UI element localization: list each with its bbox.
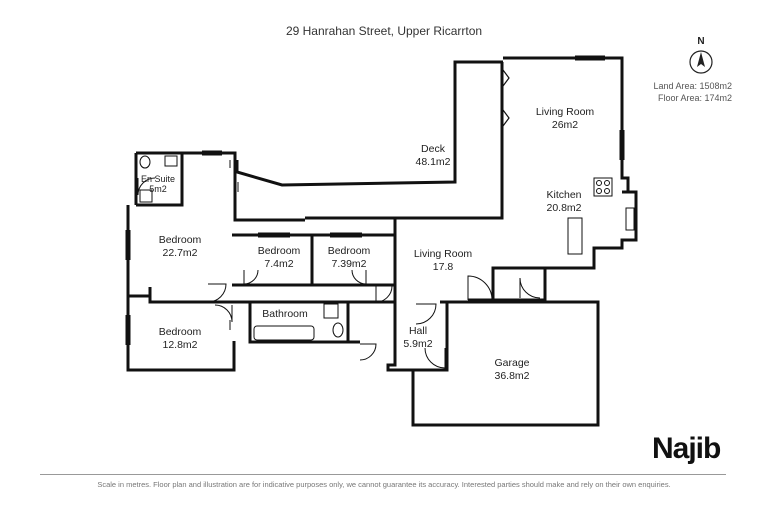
master-left-wall	[126, 205, 150, 298]
master-bedroom-name: Bedroom	[159, 234, 202, 246]
toilet-icon	[332, 322, 344, 338]
land-area: Land Area: 1508m2	[653, 81, 732, 91]
living-room-2-area: 17.8	[433, 261, 454, 273]
hall-wall	[386, 302, 449, 372]
area-summary: Land Area: 1508m2 Floor Area: 174m2	[653, 80, 732, 104]
bathroom-wall	[248, 302, 360, 344]
brand-logo: Najib	[652, 432, 721, 465]
kitchen-island	[567, 217, 583, 255]
compass: N	[685, 34, 717, 76]
bedroom-2-name: Bedroom	[258, 245, 301, 257]
garage-area: 36.8m2	[494, 370, 529, 382]
bathtub-icon	[253, 325, 315, 341]
vanity-icon	[323, 303, 339, 319]
kitchen-sink-icon	[625, 207, 635, 231]
living-room-2-name: Living Room	[414, 248, 473, 260]
deck-wall	[235, 60, 503, 187]
bedroom-4-name: Bedroom	[159, 326, 202, 338]
bedroom-4-area: 12.8m2	[162, 339, 197, 351]
deck-lower-wall	[305, 62, 504, 220]
plan-windows	[125, 55, 625, 345]
bathroom-name: Bathroom	[262, 308, 308, 320]
deck-name: Deck	[421, 143, 446, 155]
plan-doors	[137, 177, 541, 369]
hall-name: Hall	[409, 325, 427, 337]
bifold-doors-icon	[502, 69, 510, 127]
ensuite-toilet-icon	[139, 155, 151, 169]
living2-bottom-wall	[468, 268, 547, 302]
footer-divider	[40, 474, 726, 475]
bedroom-3-area: 7.39m2	[331, 258, 366, 270]
property-address: 29 Hanrahan Street, Upper Ricarrton	[285, 24, 483, 38]
footer-disclaimer: Scale in metres. Floor plan and illustra…	[97, 480, 671, 489]
compass-north-label: N	[697, 36, 704, 47]
room-labels: En Suite 5m2 Bedroom 22.7m2 Deck 48.1m2 …	[141, 106, 594, 382]
garage-name: Garage	[494, 357, 529, 369]
kitchen-area: 20.8m2	[546, 202, 581, 214]
master-top-wall	[136, 151, 305, 222]
master-bottom-wall	[148, 287, 205, 304]
bedroom-3-name: Bedroom	[328, 245, 371, 257]
living-room-main-name: Living Room	[536, 106, 595, 118]
living-outer-wall	[503, 56, 630, 192]
living-room-main-area: 26m2	[552, 119, 578, 131]
ensuite-shower-icon	[139, 189, 153, 203]
plan-walls	[126, 56, 638, 427]
floor-plan: En Suite 5m2 Bedroom 22.7m2 Deck 48.1m2 …	[125, 55, 638, 427]
plan-fixtures	[139, 155, 635, 341]
cooktop-icon	[593, 177, 613, 197]
kitchen-name: Kitchen	[546, 189, 581, 201]
compass-arrow-icon	[697, 52, 705, 67]
floor-area: Floor Area: 174m2	[657, 93, 732, 103]
ensuite-basin-icon	[164, 155, 178, 167]
compass-ring-icon	[689, 50, 713, 74]
hall-area: 5.9m2	[403, 338, 432, 350]
ensuite-box-wall	[136, 153, 184, 207]
master-bedroom-area: 22.7m2	[162, 247, 197, 259]
garage-wall	[411, 300, 600, 427]
en-suite-name: En Suite	[141, 174, 175, 184]
deck-area: 48.1m2	[415, 156, 450, 168]
kitchen-outer-wall	[491, 238, 628, 300]
en-suite-area: 5m2	[149, 184, 167, 194]
kitchen-sink-bay	[622, 190, 638, 242]
bedroom-2-area: 7.4m2	[264, 258, 293, 270]
bedroom4-wall	[126, 296, 236, 372]
